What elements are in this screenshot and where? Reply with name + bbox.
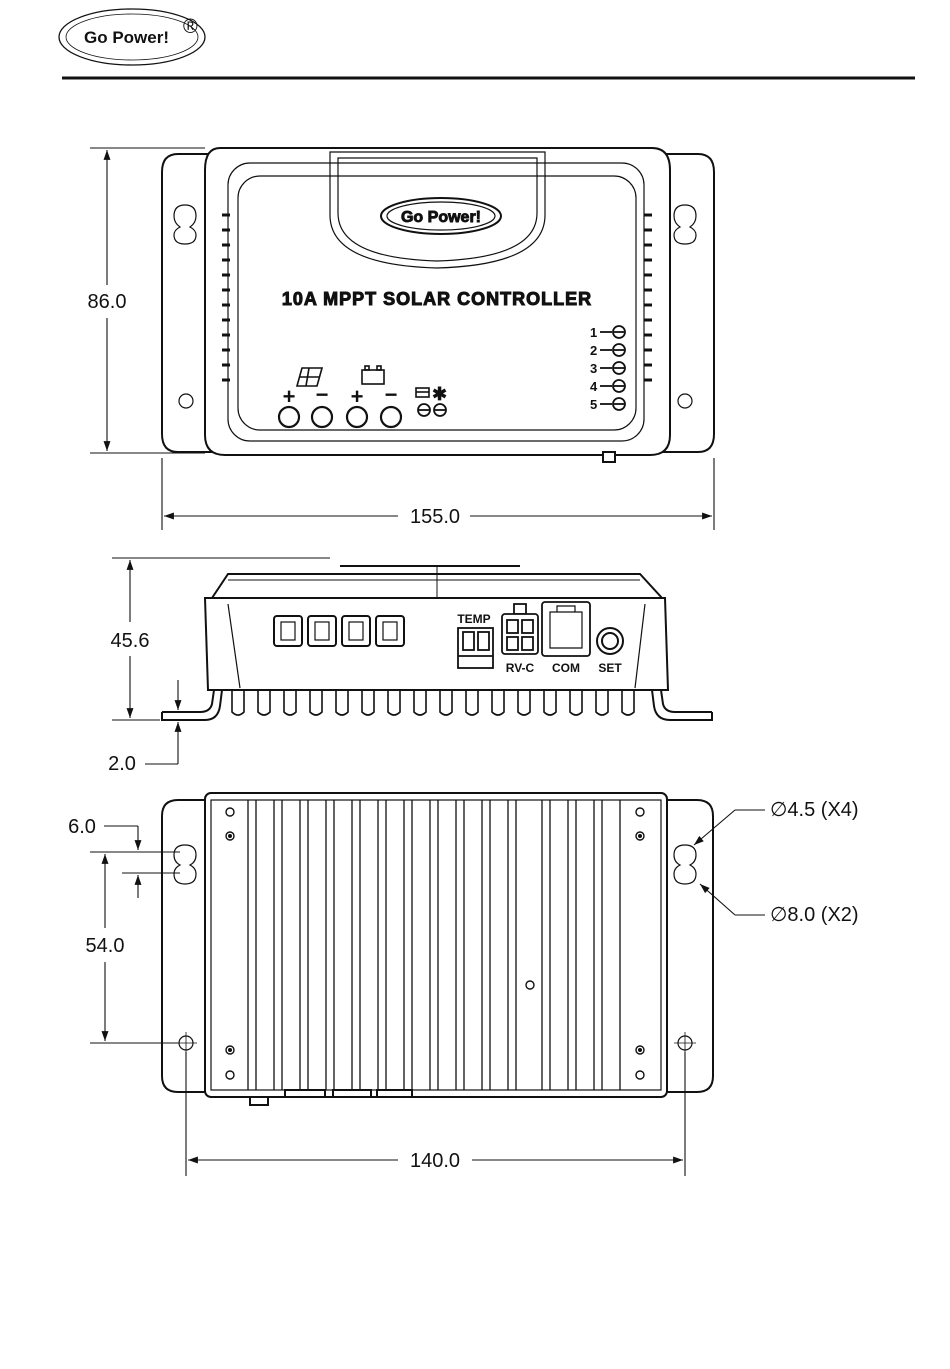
com-port <box>542 602 590 656</box>
terminal-sign-1: + <box>283 384 296 409</box>
temp-port <box>458 628 493 668</box>
product-title: 10A MPPT SOLAR CONTROLLER <box>282 289 592 309</box>
logo-text: Go Power! <box>84 28 169 47</box>
keyhole-left <box>174 205 196 244</box>
terminal-sign-4: − <box>385 382 398 407</box>
dim-side-height-label: 45.6 <box>111 630 150 652</box>
led-label-3: 3 <box>590 361 597 376</box>
badge-text: Go Power! <box>401 209 481 226</box>
callout-small-holes-leader <box>694 810 765 845</box>
keyhole-right <box>674 205 696 244</box>
callout-keyholes-leader <box>700 884 765 915</box>
port-label-temp: TEMP <box>457 612 490 626</box>
callout-small-holes: ∅4.5 (X4) <box>770 799 859 821</box>
led-label-5: 5 <box>590 397 597 412</box>
terminal-sign-3: + <box>351 384 364 409</box>
port-label-com: COM <box>552 661 580 675</box>
led-label-2: 2 <box>590 343 597 358</box>
dim-top-width-label: 155.0 <box>410 506 460 528</box>
dim-flange-thickness-label: 2.0 <box>108 753 136 775</box>
header: Go Power! ® <box>59 9 915 78</box>
set-button-icon <box>597 628 623 654</box>
bottom-view: 6.0 54.0 140.0 ∅4.5 (X4) ∅8.0 (X2) <box>68 793 858 1176</box>
port-label-rvc: RV-C <box>506 661 535 675</box>
dim-keyhole-offset-label: 6.0 <box>68 816 96 838</box>
side-flange <box>162 690 214 712</box>
load-star: ✱ <box>432 384 447 404</box>
bottom-keyhole-left <box>174 845 196 884</box>
dim-keyhole-offset <box>90 826 180 898</box>
led-label-4: 4 <box>590 379 598 394</box>
side-fins <box>232 690 634 715</box>
callout-keyholes: ∅8.0 (X2) <box>770 904 859 926</box>
led-label-1: 1 <box>590 325 597 340</box>
mount-hole-left <box>179 394 193 408</box>
top-view: Go Power! 10A MPPT SOLAR CONTROLLER 1 2 … <box>88 148 714 530</box>
terminal-sign-2: − <box>316 382 329 407</box>
bottom-keyhole-right <box>674 845 696 884</box>
dim-top-height-label: 86.0 <box>88 291 127 313</box>
mount-hole-right <box>678 394 692 408</box>
port-label-set: SET <box>598 661 622 675</box>
side-view: TEMP RV-C COM SET <box>108 558 712 775</box>
logo-registered-mark: ® <box>183 16 198 38</box>
dim-flange-thickness <box>145 680 178 764</box>
dim-bottom-width-label: 140.0 <box>410 1150 460 1172</box>
dim-hole-spacing-label: 54.0 <box>86 935 125 957</box>
